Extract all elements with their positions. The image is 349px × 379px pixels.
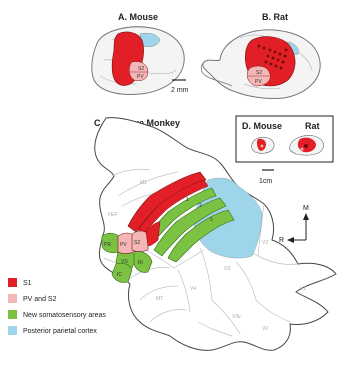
macaque-v2-label: V2 (262, 240, 268, 246)
svg-text:New somatosensory areas: New somatosensory areas (23, 312, 106, 319)
macaque-ic (112, 263, 132, 282)
legend-swatch-pv-s2 (8, 294, 17, 303)
orientation-m: M (303, 205, 309, 212)
macaque-ic-label: IC (117, 272, 122, 278)
rat-s2-label: S2 (256, 70, 262, 76)
macaque-ri-label: Ri (138, 260, 143, 266)
scale-bar-inset-label: 1cm (259, 178, 272, 185)
arrow-rostral-icon (287, 237, 294, 243)
legend-swatch-s1 (8, 278, 17, 287)
panel-a-title: A. Mouse (118, 12, 158, 22)
svg-text:Posterior parietal cortex: Posterior parietal cortex (23, 328, 97, 335)
macaque-pr-label: PR (104, 242, 111, 248)
scale-bar-top: 2 mm (171, 80, 189, 94)
macaque-pv-label: PV (120, 242, 127, 248)
macaque-vs-label: VS (121, 259, 128, 265)
macaque-fef-label: FEF (108, 212, 117, 218)
svg-text:2 mm: 2 mm (171, 87, 189, 94)
panel-d-inset: D. Mouse Rat 1cm (236, 116, 333, 185)
macaque-area-1-label: 1 (186, 197, 189, 203)
macaque-v1-label: V1 (300, 286, 306, 292)
panel-d-title-mouse: D. Mouse (242, 121, 282, 131)
macaque-area-2-label: 2 (199, 203, 202, 209)
legend-item-new-somatosensory: New somatosensory areas (8, 310, 106, 319)
panel-d-title-rat: Rat (305, 121, 320, 131)
mouse-brain: S2 PV (92, 27, 184, 95)
mouse-pv-label: PV (137, 74, 144, 80)
macaque-v2-lower-label: V2 (262, 326, 268, 332)
macaque-mt-label: MT (156, 296, 163, 302)
legend: S1 PV and S2 New somatosensory areas Pos… (8, 278, 106, 335)
rat-pv-label: PV (255, 79, 262, 85)
orientation-compass: M R (279, 205, 309, 244)
macaque-v3-label: V3 (224, 266, 230, 272)
legend-swatch-new-somatosensory (8, 310, 17, 319)
arrow-medial-icon (303, 213, 309, 220)
panel-b-title: B. Rat (262, 12, 288, 22)
rat-brain: S2 PV (201, 30, 320, 99)
svg-text:PV and S2: PV and S2 (23, 296, 57, 303)
legend-item-pv-s2: PV and S2 (8, 294, 57, 303)
macaque-area-5-label: 5 (210, 217, 213, 223)
macaque-v3v-label: V3v (232, 314, 241, 320)
macaque-m1-label: M1 (140, 180, 147, 186)
legend-item-s1: S1 (8, 278, 32, 287)
macaque-v4-label: V4 (190, 286, 196, 292)
legend-swatch-ppc (8, 326, 17, 335)
legend-item-ppc: Posterior parietal cortex (8, 326, 97, 335)
mouse-s2-label: S2 (138, 66, 144, 72)
orientation-r: R (279, 237, 284, 244)
macaque-s2-label: S2 (134, 240, 140, 246)
svg-text:S1: S1 (23, 280, 32, 287)
